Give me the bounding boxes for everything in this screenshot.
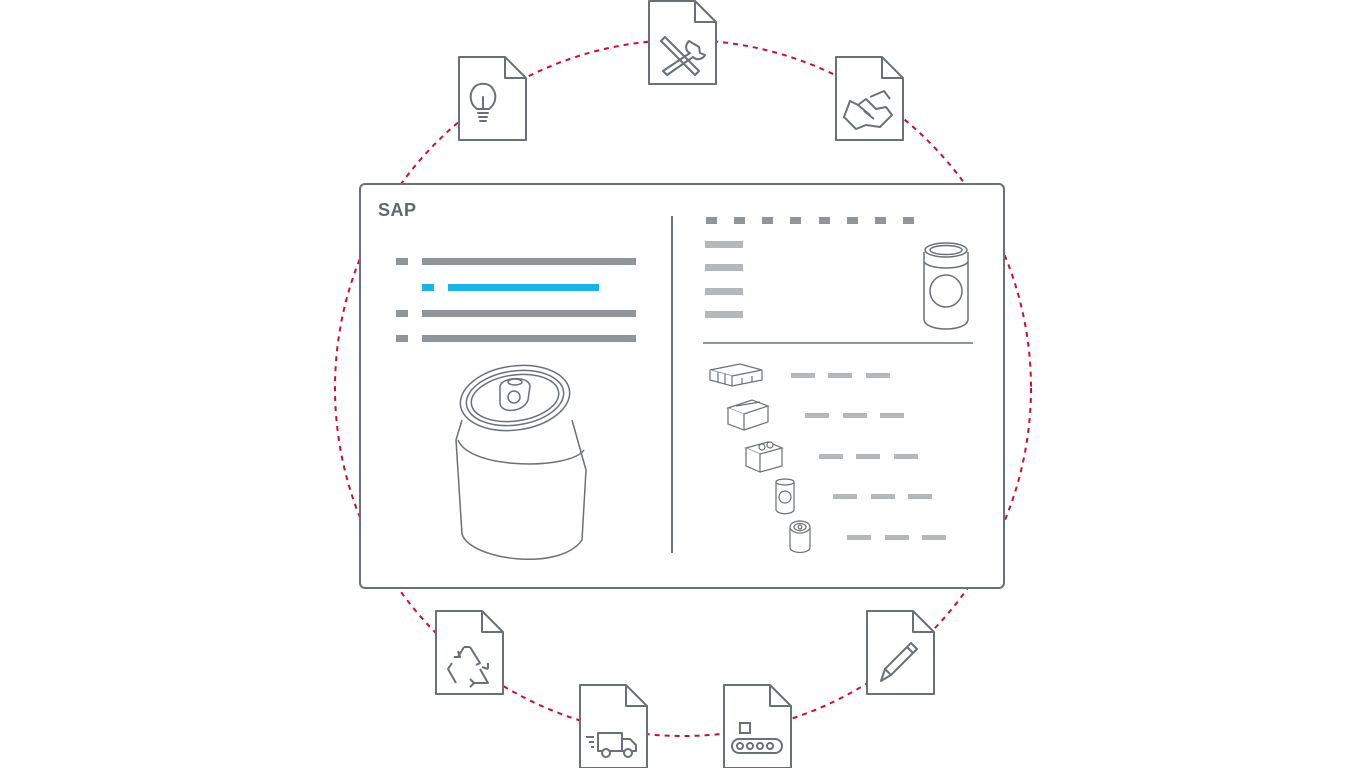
tools-icon [660,36,706,76]
multipack-icon [744,441,784,473]
handshake-icon [843,90,893,130]
can-top-icon [789,520,811,554]
list-bar-selected [448,284,599,291]
lightbulb-document [458,56,527,141]
sap-logo-text: SAP [378,200,417,220]
pallet-icon [709,363,763,387]
lightbulb-icon [469,82,497,122]
detail-attributes [705,241,743,318]
sap-window [359,183,1005,589]
packaging-row-multipack [744,441,918,473]
lifecycle-ring [334,39,1032,737]
list-bullet [396,335,408,342]
list-bullet [396,258,408,265]
pencil-icon [880,642,918,682]
large-can-illustration [455,364,587,560]
detail-header-dots [706,217,914,224]
truck-icon [586,732,637,758]
left-list [396,258,636,342]
list-bar [422,258,636,265]
tools-document [648,0,717,85]
list-bullet [396,310,408,317]
packaging-row-can-top [789,520,946,554]
carton-icon [726,399,770,431]
truck-document [579,684,648,768]
can-thumbnail [923,242,969,330]
packaging-row-can [775,478,932,515]
list-bar [422,310,636,317]
recycle-icon [447,646,489,688]
pencil-document [866,610,935,695]
recycle-document [435,610,504,695]
list-bullet-selected [422,284,434,291]
conveyor-icon [731,722,783,754]
handshake-document [835,56,904,141]
packaging-row-carton [726,399,904,431]
conveyor-document [723,684,792,768]
can-icon [775,478,795,515]
list-bar [422,335,636,342]
packaging-row-pallet [709,363,890,387]
